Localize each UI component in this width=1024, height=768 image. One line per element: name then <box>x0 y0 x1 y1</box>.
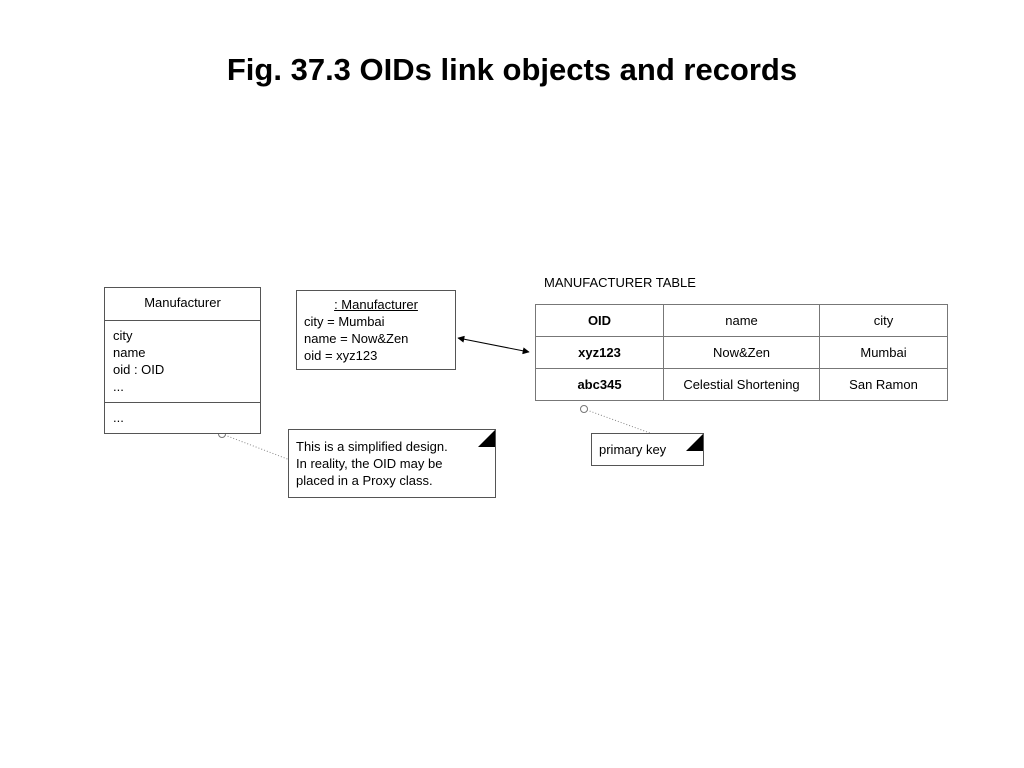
note-line: This is a simplified design. <box>296 439 448 454</box>
instance-value: name = Now&Zen <box>304 331 409 346</box>
table-cell: xyz123 <box>535 336 664 369</box>
instance-value: oid = xyz123 <box>304 348 378 363</box>
table-cell: Celestial Shortening <box>663 368 820 401</box>
table-row: abc345 Celestial Shortening San Ramon <box>535 368 948 401</box>
table-header-row: OID name city <box>535 304 948 337</box>
instance-table-link <box>457 335 530 355</box>
figure-title: Fig. 37.3 OIDs link objects and records <box>226 52 798 87</box>
note-fold-icon <box>478 430 495 447</box>
table-header-cell: city <box>819 304 948 337</box>
class-operations: ... <box>105 403 260 426</box>
class-attributes: city name oid : OID ... <box>105 321 260 403</box>
class-attribute: city <box>113 328 133 343</box>
table-cell: San Ramon <box>819 368 948 401</box>
instance-value: city = Mumbai <box>304 314 385 329</box>
table-cell: abc345 <box>535 368 664 401</box>
pk-note-anchor <box>580 405 588 413</box>
pk-note-anchor-line <box>583 408 651 434</box>
manufacturer-table: OID name city xyz123 Now&Zen Mumbai abc3… <box>535 304 948 401</box>
manufacturer-instance-box: : Manufacturer city = Mumbai name = Now&… <box>296 290 456 370</box>
table-caption: MANUFACTURER TABLE <box>544 275 696 290</box>
note-line: primary key <box>599 442 667 457</box>
manufacturer-class-box: Manufacturer city name oid : OID ... ... <box>104 287 261 434</box>
primary-key-note: primary key <box>591 433 704 466</box>
note-line: In reality, the OID may be <box>296 456 443 471</box>
class-operation: ... <box>113 410 124 425</box>
table-header-cell: name <box>663 304 820 337</box>
class-attribute: ... <box>113 379 124 394</box>
note-line: placed in a Proxy class. <box>296 473 433 488</box>
class-attribute: oid : OID <box>113 362 165 377</box>
design-note-anchor-line <box>221 433 291 461</box>
class-attribute: name <box>113 345 146 360</box>
class-name: Manufacturer <box>105 288 260 321</box>
table-cell: Mumbai <box>819 336 948 369</box>
note-fold-icon <box>686 434 703 451</box>
table-row: xyz123 Now&Zen Mumbai <box>535 336 948 369</box>
design-note: This is a simplified design. In reality,… <box>288 429 496 498</box>
table-header-cell: OID <box>535 304 664 337</box>
instance-name: : Manufacturer <box>334 297 418 312</box>
table-cell: Now&Zen <box>663 336 820 369</box>
